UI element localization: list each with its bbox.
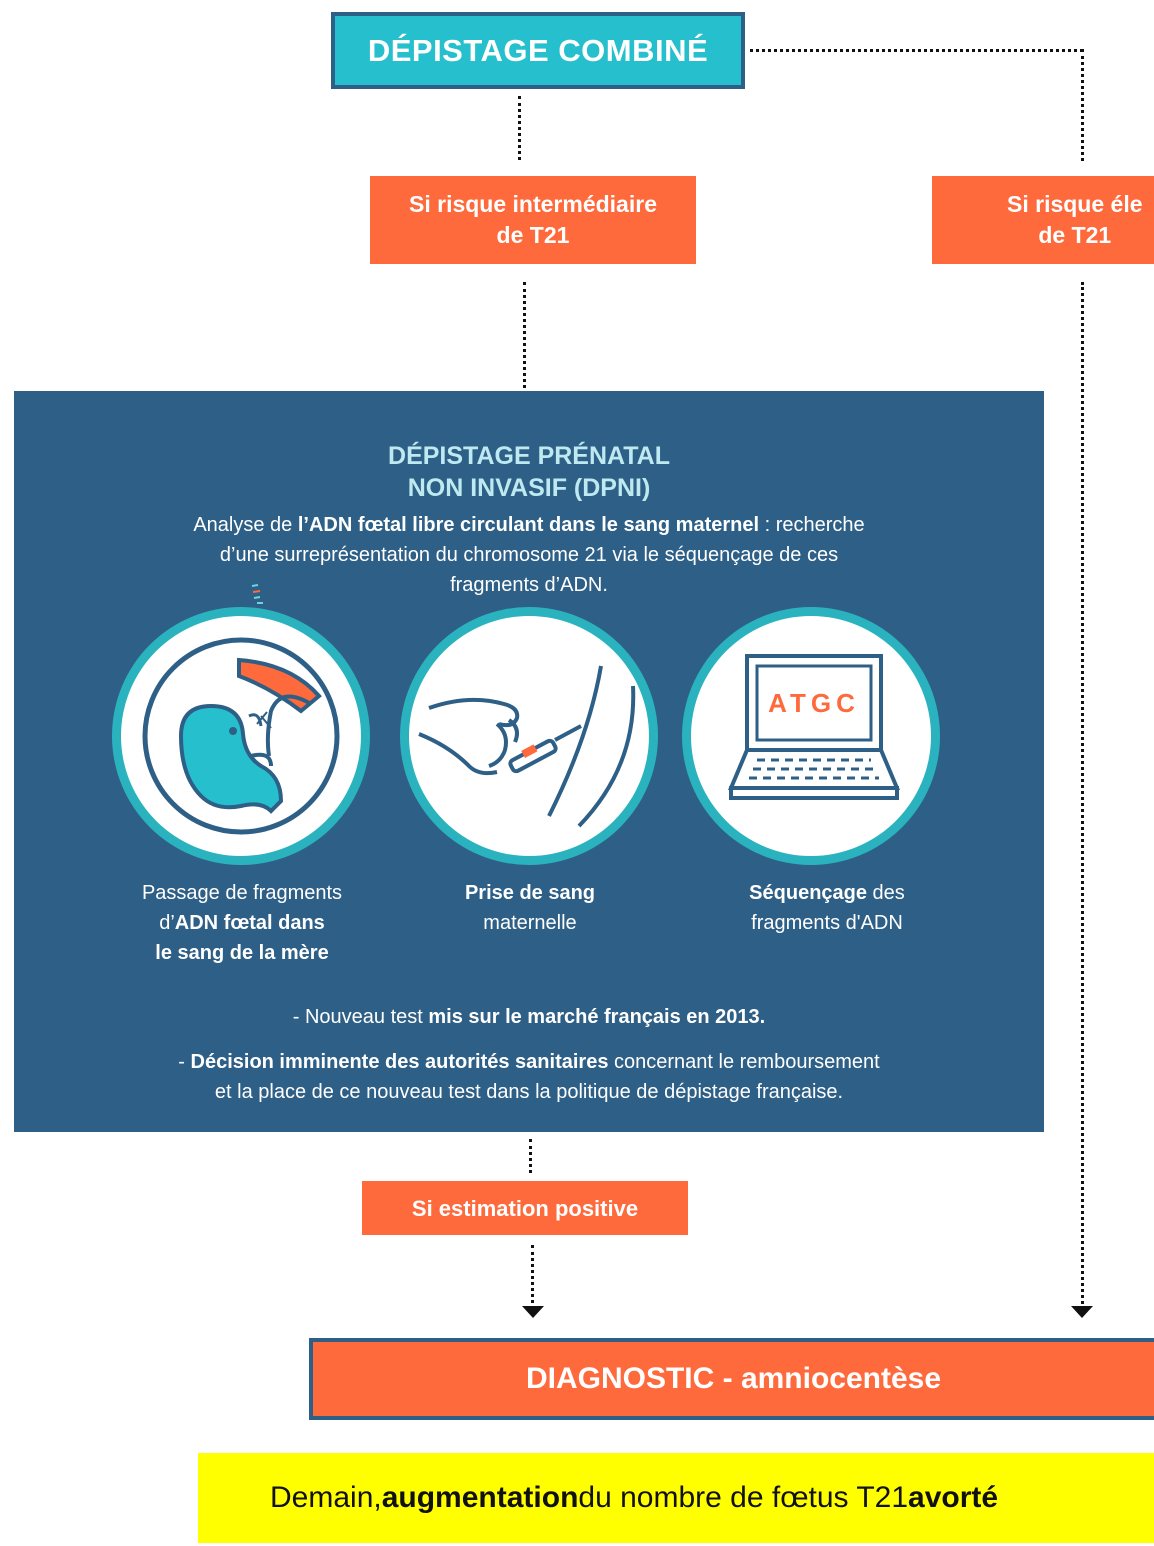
- dna-sparkle-icon: [251, 584, 263, 604]
- dpni-description: Analyse de l’ADN fœtal libre circulant d…: [164, 510, 894, 600]
- caption-step-2: Prise de sang maternelle: [414, 878, 646, 938]
- arrow-to-diagnostic: [522, 1306, 544, 1318]
- connector-left-down-1: [518, 96, 521, 160]
- note-1: - Nouveau test mis sur le marché françai…: [14, 1002, 1044, 1032]
- dpni-desc-suffix: : recherche: [759, 514, 865, 536]
- note-1-prefix: - Nouveau test: [292, 1006, 429, 1028]
- connector-right-down-1: [1081, 49, 1084, 161]
- caption-step-1-prefix: d’: [159, 912, 175, 934]
- dpni-title-line2: NON INVASIF (DPNI): [407, 474, 651, 502]
- blood-sample-circle: [400, 607, 658, 865]
- conclusion-bold2: avorté: [908, 1481, 999, 1514]
- risk-high-line2: de T21: [1038, 222, 1112, 248]
- laptop-icon: ATGC: [727, 654, 901, 800]
- note-2: - Décision imminente des autorités sanit…: [14, 1047, 1044, 1107]
- caption-step-2-bold: Prise de sang: [464, 882, 596, 904]
- estimation-box: Si estimation positive: [362, 1181, 688, 1235]
- risk-intermediate-line1: Si risque intermédiaire: [409, 191, 657, 217]
- dpni-desc-bold: l’ADN fœtal libre circulant dans le sang…: [297, 514, 760, 536]
- risk-high-line1: Si risque éle: [1007, 191, 1143, 217]
- laptop-screen-text: ATGC: [768, 688, 860, 718]
- conclusion-banner: Demain, augmentation du nombre de fœtus …: [198, 1453, 1154, 1543]
- caption-step-2-post: maternelle: [483, 912, 577, 934]
- estimation-label: Si estimation positive: [411, 1195, 639, 1221]
- note-2-line2: et la place de ce nouveau test dans la p…: [214, 1081, 844, 1103]
- connector-top-right: [750, 49, 1083, 52]
- connector-dpni-to-estimation: [529, 1139, 532, 1173]
- risk-high-box: Si risque éle de T21: [932, 176, 1154, 264]
- connector-estimation-to-diagnostic: [531, 1245, 534, 1303]
- diagnostic-box: DIAGNOSTIC - amniocentèse: [309, 1338, 1154, 1420]
- dpni-desc-prefix: Analyse de: [193, 514, 298, 536]
- connector-risk1-to-dpni: [523, 282, 526, 407]
- caption-step-3-post: des: [867, 882, 905, 904]
- risk-intermediate-box: Si risque intermédiaire de T21: [370, 176, 696, 264]
- syringe-icon: [418, 665, 636, 828]
- dpni-desc-line3: fragments d’ADN.: [450, 574, 608, 596]
- note-2-post: concernant le remboursement: [608, 1051, 880, 1073]
- caption-step-3: Séquençage des fragments d'ADN: [704, 878, 950, 938]
- caption-step-3-line2: fragments d'ADN: [751, 912, 903, 934]
- sequencing-circle: ATGC: [682, 607, 940, 865]
- note-1-bold: mis sur le marché français en 2013.: [428, 1006, 766, 1028]
- dpni-title-line1: DÉPISTAGE PRÉNATAL: [388, 442, 670, 470]
- conclusion-bold1: augmentation: [381, 1481, 579, 1514]
- fetus-circle: [112, 607, 370, 865]
- caption-step-3-bold: Séquençage: [749, 882, 867, 904]
- note-2-bold: Décision imminente des autorités sanitai…: [190, 1051, 609, 1073]
- connector-risk2-to-diagnostic: [1081, 282, 1084, 1304]
- caption-step-1-bold: ADN fœtal dans: [174, 912, 325, 934]
- caption-step-1-bold2: le sang de la mère: [155, 942, 329, 964]
- caption-step-1: Passage de fragments d’ADN fœtal dans le…: [110, 878, 374, 968]
- dpni-desc-line2: d’une surreprésentation du chromosome 21…: [219, 544, 839, 566]
- depistage-combine-label: DÉPISTAGE COMBINÉ: [367, 32, 709, 68]
- arrow-right-to-diagnostic: [1071, 1306, 1093, 1318]
- caption-step-1-line1: Passage de fragments: [141, 882, 343, 904]
- diagnostic-label: DIAGNOSTIC - amniocentèse: [525, 1362, 942, 1395]
- note-2-prefix: -: [178, 1051, 191, 1073]
- conclusion-mid: du nombre de fœtus T21: [578, 1481, 909, 1514]
- risk-intermediate-line2: de T21: [496, 222, 570, 248]
- dpni-panel: DÉPISTAGE PRÉNATAL NON INVASIF (DPNI) An…: [14, 391, 1044, 1132]
- depistage-combine-box: DÉPISTAGE COMBINÉ: [331, 12, 745, 89]
- fetus-icon: [142, 637, 340, 835]
- conclusion-prefix: Demain,: [270, 1481, 382, 1514]
